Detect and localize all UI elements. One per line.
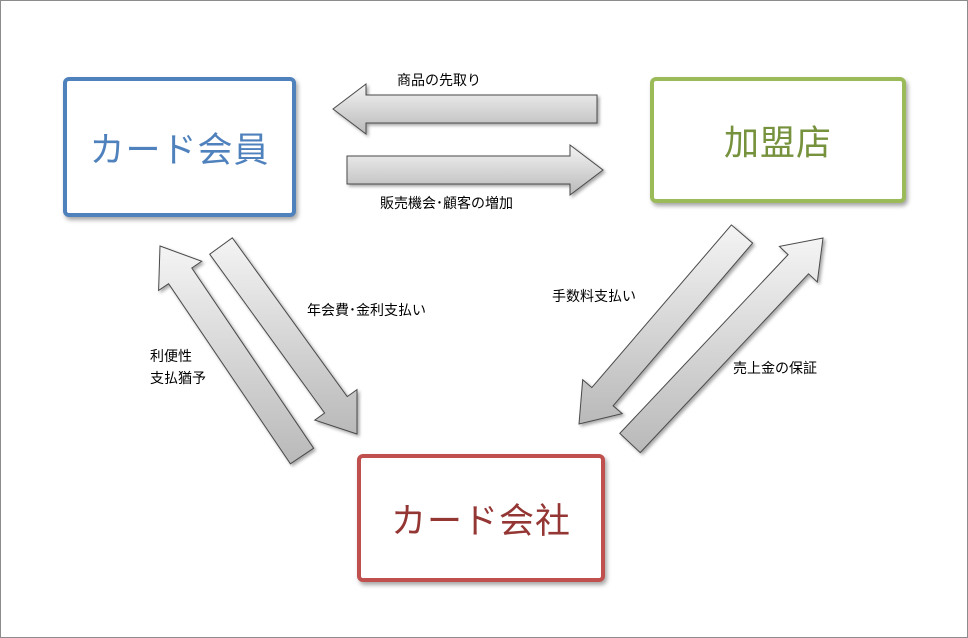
arrow-company-to-member (158, 245, 315, 465)
label-company-to-shop: 売上金の保証 (733, 361, 817, 377)
arrow-company-to-shop (619, 237, 824, 454)
card-member-label: カード会員 (89, 130, 270, 171)
merchant-label: 加盟店 (723, 123, 832, 164)
label-member-to-shop: 販売機会･顧客の増加 (380, 196, 513, 212)
arrow-member-to-company (209, 237, 358, 435)
label-company-to-member-2: 支払猶予 (150, 371, 206, 387)
arrow-shop-to-company (578, 224, 754, 425)
arrow-member-to-shop (346, 143, 604, 197)
card-company-label: カード会社 (390, 501, 571, 542)
merchant-box: 加盟店 (650, 77, 906, 203)
card-member-box: カード会員 (63, 77, 296, 217)
card-company-box: カード会社 (357, 454, 605, 582)
arrow-shop-to-member (332, 82, 598, 136)
label-member-to-company: 年会費･金利支払い (307, 303, 426, 319)
label-company-to-member-1: 利便性 (150, 349, 192, 365)
label-shop-to-company: 手数料支払い (552, 289, 636, 305)
label-shop-to-member: 商品の先取り (397, 73, 481, 89)
